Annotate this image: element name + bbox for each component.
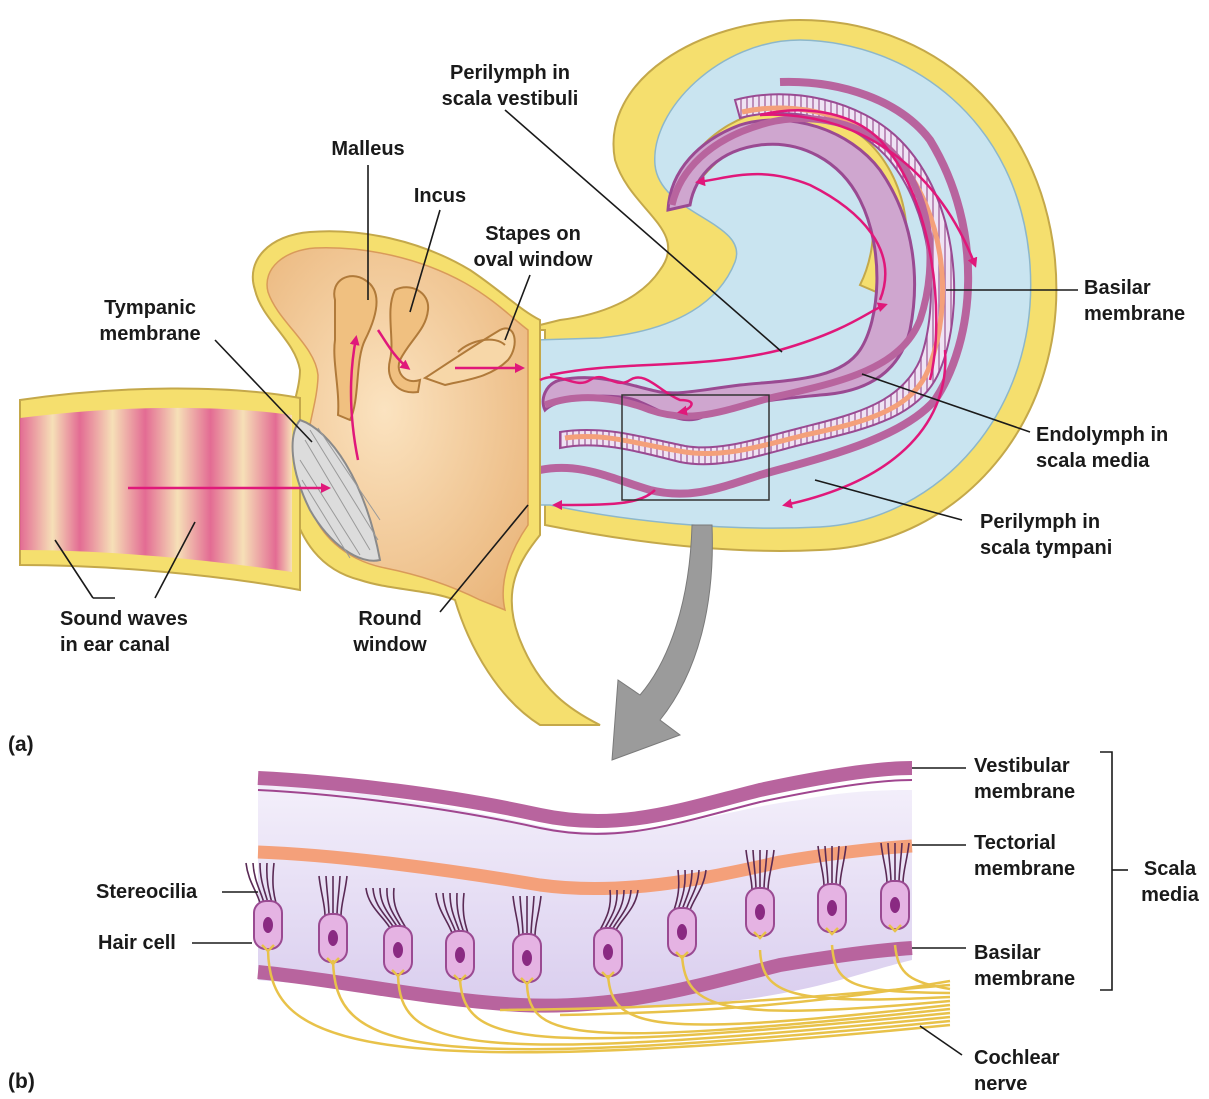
label-perilymph-scala-tympani: Perilymph in scala tympani [980,509,1112,561]
hair-cell-nucleus [890,897,900,913]
hair-cell-nucleus [328,930,338,946]
scala-media-detail [258,768,912,1009]
label-scala-media: Scala media [1130,856,1209,908]
label-basilar-membrane-a: Basilar membrane [1084,275,1185,327]
label-stereocilia: Stereocilia [96,879,197,905]
label-basilar-membrane-b: Basilar membrane [974,940,1075,992]
label-stapes-oval-window: Stapes on oval window [448,221,618,273]
panel-label-a: (a) [8,733,34,757]
label-perilymph-scala-vestibuli: Perilymph in scala vestibuli [420,60,600,112]
label-tympanic-membrane: Tympanic membrane [80,295,220,347]
label-endolymph-scala-media: Endolymph in scala media [1036,422,1168,474]
hair-cell-nucleus [755,904,765,920]
label-incus: Incus [400,183,480,209]
hair-cell-nucleus [677,924,687,940]
hair-cell-nucleus [263,917,273,933]
label-malleus: Malleus [318,136,418,162]
label-tectorial-membrane: Tectorial membrane [974,830,1075,882]
panel-label-b: (b) [8,1070,35,1094]
label-round-window: Round window [335,606,445,658]
label-cochlear-nerve: Cochlear nerve [974,1045,1060,1097]
hair-cell-nucleus [827,900,837,916]
label-sound-waves: Sound waves in ear canal [60,606,188,658]
hair-cell-nucleus [455,947,465,963]
zoom-arrow [612,525,712,760]
label-hair-cell: Hair cell [98,930,176,956]
label-vestibular-membrane: Vestibular membrane [974,753,1075,805]
hair-cell-nucleus [393,942,403,958]
hair-cell-nucleus [603,944,613,960]
hair-cell-nucleus [522,950,532,966]
